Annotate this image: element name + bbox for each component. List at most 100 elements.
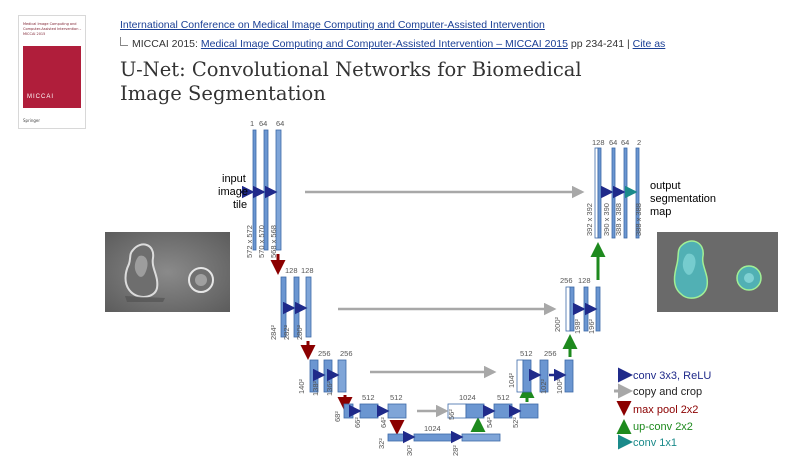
bottom-size-label-2: 30² xyxy=(405,445,414,456)
enc4-channel-label-1: 512 xyxy=(362,393,375,402)
enc4-size-label-3: 64² xyxy=(379,417,388,428)
enc1-size-label-1: 572 x 572 xyxy=(245,225,254,258)
enc1-size-label-3: 568 x 568 xyxy=(269,225,278,258)
enc4-bar-3 xyxy=(387,403,407,419)
enc2-size-label-3: 280² xyxy=(295,324,304,340)
dec4-channel-label-1: 1024 xyxy=(459,393,476,402)
bottom-bar-1 xyxy=(387,433,405,442)
dec4-size-label-1: 56² xyxy=(447,409,456,420)
output-label-line-2: segmentation xyxy=(650,193,716,205)
dec1-channel-label-2: 64 xyxy=(609,138,617,147)
output-segmentation-map-label: output segmentation map xyxy=(650,180,716,218)
enc4-bar-2 xyxy=(359,403,379,419)
enc3-bar-3 xyxy=(337,359,347,393)
dec4-bar-3 xyxy=(519,403,539,419)
dec3-channel-label-1: 512 xyxy=(520,349,533,358)
dec3-bar-up xyxy=(522,359,532,393)
book-cover-publisher: Springer xyxy=(23,118,41,123)
legend-upconv-label: up-conv 2x2 xyxy=(633,421,693,433)
venue-prefix: MICCAI 2015: xyxy=(132,38,198,50)
legend-pool-label: max pool 2x2 xyxy=(633,404,698,416)
dec3-bar-3 xyxy=(564,359,574,393)
enc3-channel-label-1: 256 xyxy=(318,349,331,358)
dec3-size-label-2: 102² xyxy=(539,378,548,394)
legend-item-conv1x1: conv 1x1 xyxy=(618,434,677,450)
book-cover-thumbnail[interactable]: Medical Image Computing and Computer-Ass… xyxy=(8,9,96,177)
enc3-channel-label-2: 256 xyxy=(340,349,353,358)
separator: | xyxy=(626,38,630,50)
dec2-channel-label-1: 256 xyxy=(560,276,573,285)
dec4-bar-2 xyxy=(493,403,513,419)
enc2-size-label-2: 282² xyxy=(282,324,291,340)
output-segmentation-image xyxy=(657,232,778,312)
dec1-size-label-2: 390 x 390 xyxy=(602,203,611,236)
book-cover-title: Medical Image Computing and Computer-Ass… xyxy=(23,22,82,36)
bottom-size-label-3: 28² xyxy=(451,445,460,456)
dec3-size-label-3: 100² xyxy=(555,378,564,394)
enc3-size-label-3: 136² xyxy=(325,380,334,396)
enc4-size-label-2: 66² xyxy=(353,417,362,428)
dec3-channel-label-2: 256 xyxy=(544,349,557,358)
bottom-channel-label: 1024 xyxy=(424,424,441,433)
legend-conv-label: conv 3x3, ReLU xyxy=(633,370,711,382)
enc3-size-label-1: 140² xyxy=(297,378,306,394)
dec1-channel-label-3: 64 xyxy=(621,138,629,147)
book-cover: Medical Image Computing and Computer-Ass… xyxy=(18,15,86,129)
input-microscopy-image xyxy=(105,232,230,312)
enc3-size-label-2: 138² xyxy=(311,380,320,396)
output-label-line-3: map xyxy=(650,206,671,218)
enc1-channel-label-1: 1 xyxy=(250,119,254,128)
enc2-size-label-1: 284² xyxy=(269,324,278,340)
dec2-size-label-2: 198² xyxy=(573,318,582,334)
dec4-channel-label-2: 512 xyxy=(497,393,510,402)
enc4-channel-label-2: 512 xyxy=(390,393,403,402)
enc2-channel-label-2: 128 xyxy=(301,266,314,275)
legend-item-conv: conv 3x3, ReLU xyxy=(618,367,711,383)
venue-link[interactable]: Medical Image Computing and Computer-Ass… xyxy=(200,38,568,50)
enc2-bar-3 xyxy=(305,276,312,338)
enc4-bar-1 xyxy=(343,403,354,419)
bottom-bar-2 xyxy=(413,433,453,442)
input-label-line-1: input xyxy=(222,173,246,185)
book-cover-brand: MICCAI xyxy=(27,94,54,100)
enc1-channel-label-2: 64 xyxy=(259,119,267,128)
legend-item-copy: copy and crop xyxy=(614,383,702,399)
series-link[interactable]: International Conference on Medical Imag… xyxy=(120,19,545,31)
dec4-bar-up xyxy=(465,403,485,419)
dec3-size-label-1: 104² xyxy=(507,372,516,388)
dec1-channel-label-1: 128 xyxy=(592,138,605,147)
dec1-size-label-3: 388 x 388 xyxy=(614,203,623,236)
enc2-channel-label-1: 128 xyxy=(285,266,298,275)
venue-line: MICCAI 2015: Medical Image Computing and… xyxy=(120,37,665,50)
tree-hook-icon xyxy=(120,37,128,46)
enc4-size-label-1: 68² xyxy=(333,411,342,422)
dec2-bar-copy xyxy=(565,286,571,332)
input-label-line-3: tile xyxy=(233,199,247,211)
dec1-channel-label-4: 2 xyxy=(637,138,641,147)
dec2-size-label-1: 200² xyxy=(553,316,562,332)
legend-item-pool: max pool 2x2 xyxy=(616,401,698,416)
dec1-bar-copy xyxy=(594,147,599,239)
input-image-tile-label: input image tile xyxy=(218,173,248,211)
enc1-channel-label-3: 64 xyxy=(276,119,284,128)
dec2-channel-label-2: 128 xyxy=(578,276,591,285)
dec2-size-label-3: 196² xyxy=(587,318,596,334)
dec1-bar-up xyxy=(597,147,602,239)
book-cover-red-panel xyxy=(23,46,81,108)
cite-as-link[interactable]: Cite as xyxy=(632,38,666,50)
enc1-size-label-2: 570 x 570 xyxy=(257,225,266,258)
dec1-bar-3 xyxy=(623,147,628,239)
bottom-size-label-1: 32² xyxy=(377,438,386,449)
legend-copy-label: copy and crop xyxy=(633,386,702,398)
dec2-bar-3 xyxy=(595,286,601,332)
legend-item-upconv: up-conv 2x2 xyxy=(616,419,693,434)
dec4-size-label-3: 52² xyxy=(511,417,520,428)
paper-title: U-Net: Convolutional Networks for Biomed… xyxy=(120,58,582,105)
dec3-bar-copy xyxy=(516,359,524,393)
input-label-line-2: image xyxy=(218,186,248,198)
dec4-size-label-2: 54² xyxy=(485,417,494,428)
dec1-size-label-4: 388 x 388 xyxy=(634,203,643,236)
dec1-size-label-1: 392 x 392 xyxy=(585,203,594,236)
pages-range: pp 234-241 xyxy=(570,38,625,50)
